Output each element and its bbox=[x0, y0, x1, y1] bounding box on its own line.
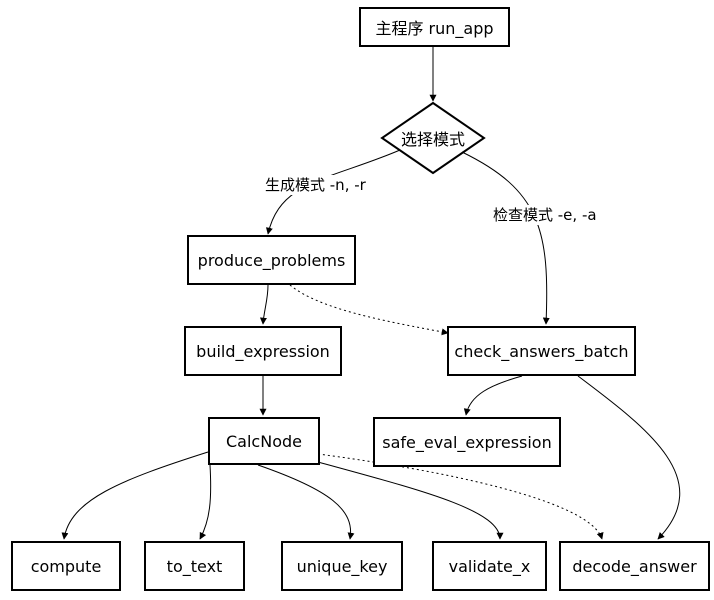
safe-eval-expression-node: safe_eval_expression bbox=[373, 417, 561, 467]
calcnode-node: CalcNode bbox=[208, 417, 320, 465]
edge-check-to-safe-eval bbox=[463, 375, 523, 416]
edge-check-to-decode bbox=[577, 375, 681, 540]
edge-calcnode-to-validate-x bbox=[317, 461, 504, 540]
check-answers-batch-node: check_answers_batch bbox=[447, 326, 636, 376]
edge-produce-to-build bbox=[259, 284, 269, 325]
edge-produce-to-check-dotted bbox=[289, 284, 449, 336]
mode-diamond bbox=[380, 101, 486, 175]
edge-mode-to-check bbox=[461, 151, 550, 325]
validate-x-node: validate_x bbox=[432, 541, 547, 591]
to-text-node: to_text bbox=[144, 541, 245, 591]
main-node: 主程序 run_app bbox=[359, 7, 510, 47]
mode-node-label: 选择模式 bbox=[400, 130, 465, 149]
decode-answer-node: decode_answer bbox=[559, 541, 710, 591]
edge-calcnode-to-unique-key bbox=[257, 464, 355, 540]
compute-node: compute bbox=[11, 541, 121, 591]
produce-problems-node: produce_problems bbox=[187, 235, 356, 285]
build-expression-node: build_expression bbox=[184, 326, 342, 376]
edge-label-check: 检查模式 -e, -a bbox=[491, 205, 599, 225]
unique-key-node: unique_key bbox=[281, 541, 403, 591]
edge-calcnode-to-to-text bbox=[199, 464, 212, 540]
edge-label-generate: 生成模式 -n, -r bbox=[263, 175, 368, 195]
edge-calcnode-to-compute bbox=[61, 451, 209, 540]
edge-calcnode-to-decode-dotted bbox=[317, 453, 604, 540]
